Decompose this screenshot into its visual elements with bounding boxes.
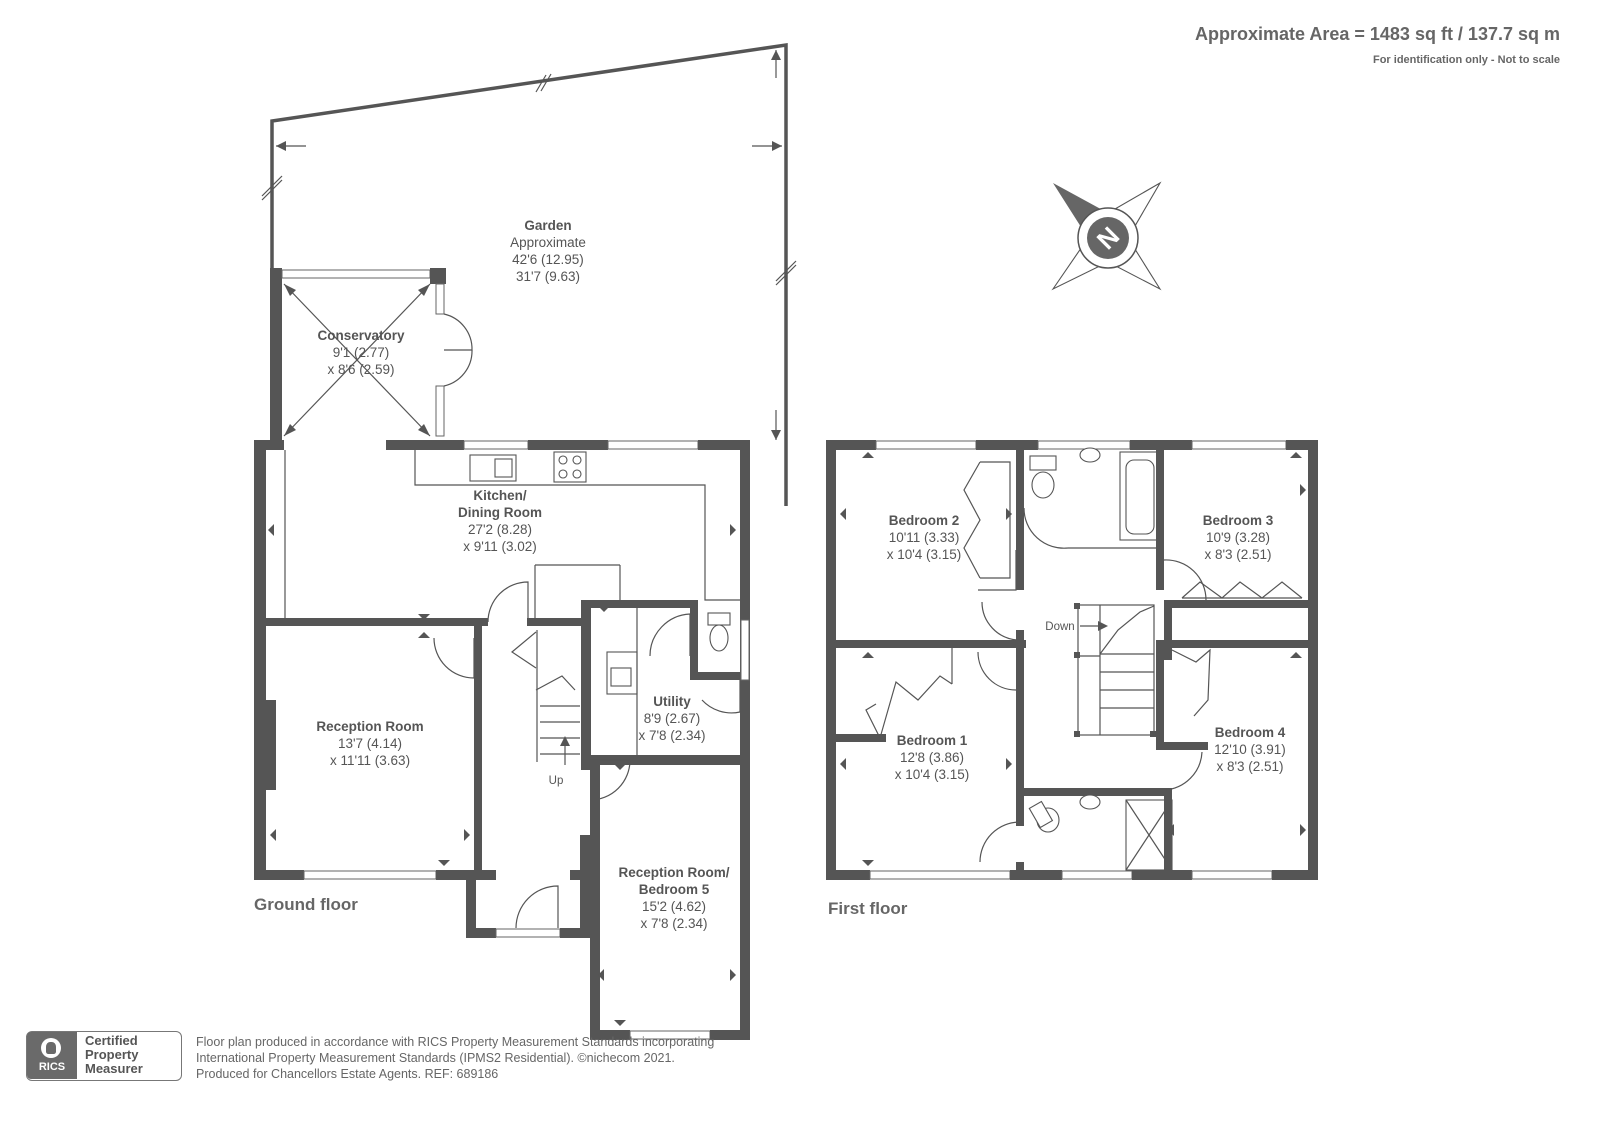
- reception-dim-1: 13'7 (4.14): [338, 736, 402, 751]
- garden-dim-2: 31'7 (9.63): [516, 269, 580, 284]
- conservatory-dim-1: 9'1 (2.77): [333, 345, 390, 360]
- badge-line-2: Property: [85, 1047, 139, 1062]
- footer-line-3: Produced for Chancellors Estate Agents. …: [196, 1067, 499, 1081]
- utility-dim-2: x 7'8 (2.34): [638, 728, 705, 743]
- approximate-area-title: Approximate Area = 1483 sq ft / 137.7 sq…: [1195, 24, 1560, 44]
- identification-note: For identification only - Not to scale: [1372, 54, 1560, 66]
- garden-dim-1: 42'6 (12.95): [512, 252, 584, 267]
- compass-rose: N: [1051, 181, 1162, 291]
- reception5-label-2: Bedroom 5: [639, 882, 710, 897]
- bedroom2-dim-1: 10'11 (3.33): [889, 530, 960, 545]
- stairs-up-label: Up: [549, 775, 564, 787]
- bedroom3-label: Bedroom 3: [1203, 513, 1274, 528]
- garden-label: Garden: [524, 218, 571, 233]
- footer-disclaimer: Floor plan produced in accordance with R…: [196, 1034, 714, 1082]
- reception-dim-2: x 11'11 (3.63): [330, 753, 410, 768]
- reception5-dim-2: x 7'8 (2.34): [640, 916, 707, 931]
- first-floor-label: First floor: [828, 899, 908, 918]
- footer-line-2: International Property Measurement Stand…: [196, 1051, 675, 1065]
- conservatory-dim-2: x 8'6 (2.59): [327, 362, 394, 377]
- first-floor-plan: [826, 440, 1318, 880]
- utility-label: Utility: [653, 694, 691, 709]
- reception5-dim-1: 15'2 (4.62): [642, 899, 706, 914]
- stairs-down-label: Down: [1045, 621, 1074, 633]
- kitchen-dim-2: x 9'11 (3.02): [463, 539, 537, 554]
- ground-floor-label: Ground floor: [254, 895, 358, 914]
- bedroom1-dim-1: 12'8 (3.86): [900, 750, 964, 765]
- reception5-label-1: Reception Room/: [618, 865, 729, 880]
- utility-dim-1: 8'9 (2.67): [644, 711, 701, 726]
- bedroom4-dim-1: 12'10 (3.91): [1214, 742, 1286, 757]
- certified-property-measurer-text: Certified Property Measurer: [85, 1034, 143, 1076]
- badge-line-1: Certified: [85, 1033, 138, 1048]
- footer-line-1: Floor plan produced in accordance with R…: [196, 1035, 715, 1049]
- bedroom1-label: Bedroom 1: [897, 733, 968, 748]
- bedroom3-dim-2: x 8'3 (2.51): [1204, 547, 1271, 562]
- garden-boundary: [261, 42, 797, 506]
- bedroom4-label: Bedroom 4: [1215, 725, 1286, 740]
- garden-note: Approximate: [510, 235, 586, 250]
- reception-label: Reception Room: [316, 719, 423, 734]
- bedroom4-dim-2: x 8'3 (2.51): [1216, 759, 1283, 774]
- conservatory-label: Conservatory: [317, 328, 405, 343]
- kitchen-dim-1: 27'2 (8.28): [468, 522, 532, 537]
- bedroom1-dim-2: x 10'4 (3.15): [895, 767, 970, 782]
- kitchen-label-1: Kitchen/: [473, 488, 527, 503]
- bedroom2-dim-2: x 10'4 (3.15): [887, 547, 962, 562]
- kitchen-label-2: Dining Room: [458, 505, 542, 520]
- ground-floor-plan: [254, 268, 750, 1040]
- badge-line-3: Measurer: [85, 1061, 143, 1076]
- rics-certified-badge: RICS Certified Property Measurer: [26, 1031, 182, 1081]
- rics-logo: RICS: [27, 1032, 77, 1079]
- bedroom3-dim-1: 10'9 (3.28): [1206, 530, 1270, 545]
- bedroom2-label: Bedroom 2: [889, 513, 960, 528]
- rics-word: RICS: [38, 1061, 66, 1073]
- lion-icon: [41, 1038, 61, 1058]
